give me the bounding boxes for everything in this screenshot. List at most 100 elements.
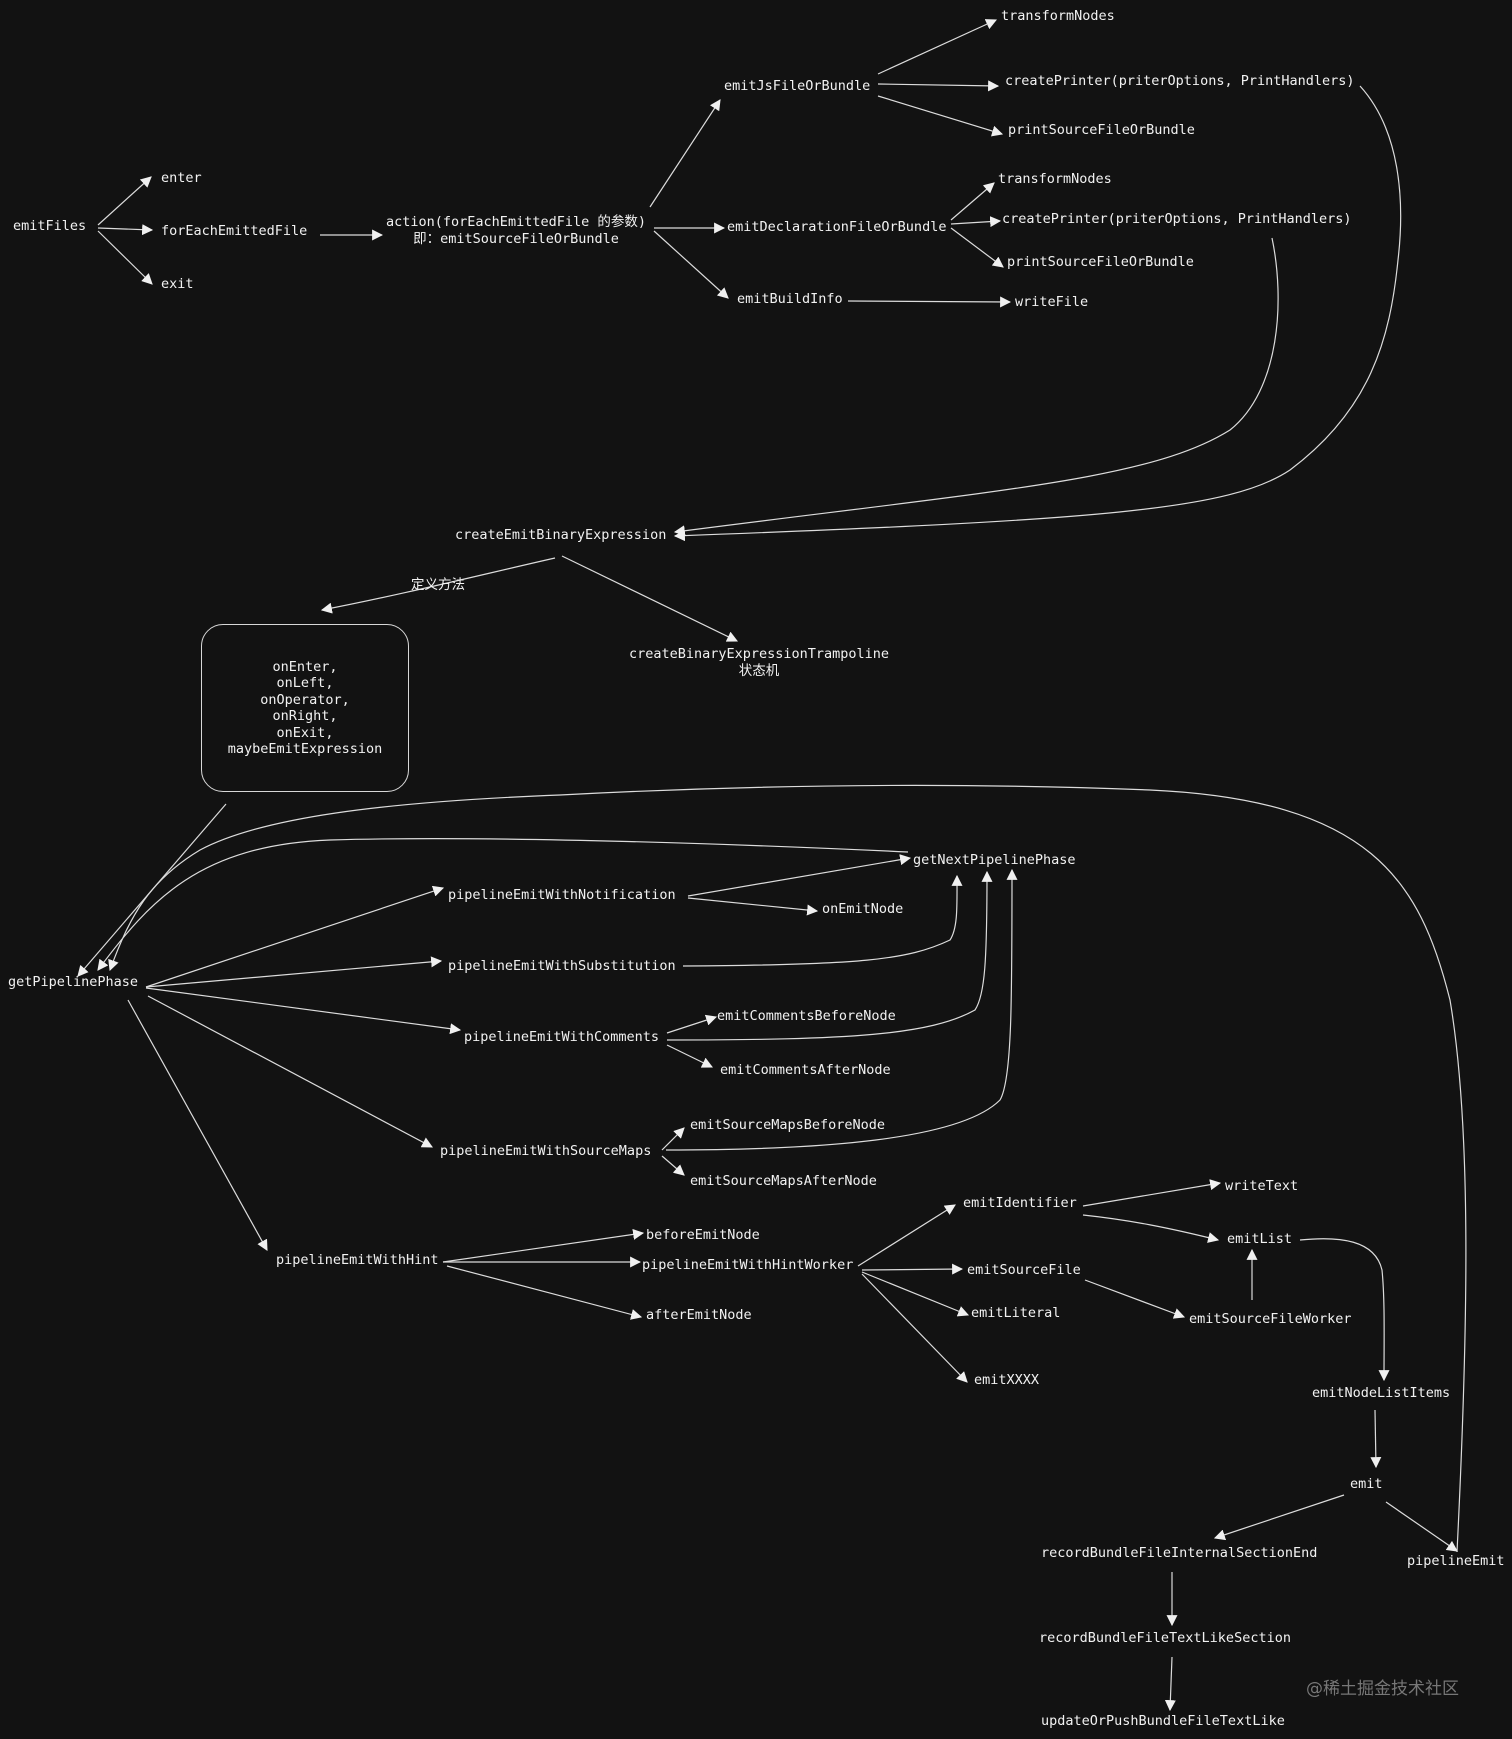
edge-emitFiles-forEachEmittedFile [97, 224, 154, 236]
node-pipelineEmitWithSubstitution: pipelineEmitWithSubstitution [448, 958, 676, 974]
node-enter: enter [161, 170, 202, 186]
edge-emitJs-printSource [877, 95, 1004, 137]
edge-label-define-methods: 定义方法 [411, 577, 465, 593]
edge-withSourceMaps-getNextPipelinePhase [665, 868, 1018, 1151]
node-getNextPipelinePhase: getNextPipelinePhase [913, 852, 1076, 868]
edge-getPipelinePhase-withHint [127, 999, 268, 1251]
node-createBinaryExpressionTrampoline: createBinaryExpressionTrampoline 状态机 [629, 646, 889, 680]
node-action-line1: action(forEachEmittedFile 的参数) [386, 214, 646, 230]
edge-emitDecl-createPrinter [950, 216, 1002, 228]
node-transformNodes-1: transformNodes [1001, 8, 1115, 24]
edge-hintWorker-emitXXXX [861, 1273, 968, 1383]
node-createPrinter-2: createPrinter(priterOptions, PrintHandle… [1002, 211, 1352, 227]
node-emitJsFileOrBundle: emitJsFileOrBundle [724, 78, 871, 94]
handlers-box-text: onEnter, onLeft, onOperator, onRight, on… [228, 659, 382, 758]
node-emitSourceFile: emitSourceFile [967, 1262, 1081, 1278]
edge-pipelineEmit-getPipelinePhase [108, 784, 1467, 1553]
node-pipelineEmitWithSourceMaps: pipelineEmitWithSourceMaps [440, 1143, 652, 1159]
node-action: action(forEachEmittedFile 的参数) 即：emitSou… [386, 214, 646, 248]
edge-withHint-afterEmitNode [446, 1265, 643, 1320]
node-transformNodes-2: transformNodes [998, 171, 1112, 187]
node-recordBundleFileTextLikeSection: recordBundleFileTextLikeSection [1039, 1630, 1291, 1646]
edge-emitJs-createPrinter [877, 80, 1000, 92]
edge-withNotification-onEmitNode [687, 897, 819, 916]
node-getPipelinePhase: getPipelinePhase [8, 974, 139, 990]
node-exit: exit [161, 276, 194, 292]
edge-hintWorker-emitLiteral [861, 1271, 970, 1317]
edge-emitIdentifier-writeText [1082, 1179, 1222, 1207]
edge-emitNodeListItems-emit [1370, 1409, 1382, 1469]
edge-withComments-emitCommentsAfterNode [666, 1044, 713, 1068]
edge-withComments-getNextPipelinePhase [666, 870, 993, 1041]
node-emitXXXX: emitXXXX [974, 1372, 1040, 1388]
edge-action-emitBuildInfo [653, 230, 729, 299]
node-emitIdentifier: emitIdentifier [963, 1195, 1077, 1211]
node-emitList: emitList [1227, 1231, 1293, 1247]
edge-getNextPipelinePhase-getPipelinePhase [97, 838, 909, 971]
node-createPrinter-1: createPrinter(priterOptions, PrintHandle… [1005, 73, 1355, 89]
node-emit: emit [1350, 1476, 1383, 1492]
handler-onLeft: onLeft, [276, 675, 334, 691]
node-createEmitBinaryExpression: createEmitBinaryExpression [455, 527, 667, 543]
edge-emitDecl-printSource [950, 227, 1004, 268]
node-pipelineEmitWithComments: pipelineEmitWithComments [464, 1029, 660, 1045]
node-emitCommentsAfterNode: emitCommentsAfterNode [720, 1062, 891, 1078]
handler-onEnter: onEnter, [272, 658, 338, 675]
edge-emitSourceFile-emitSourceFileWorker [1084, 1279, 1186, 1319]
node-printSourceFileOrBundle-2: printSourceFileOrBundle [1007, 254, 1194, 270]
edge-emitFiles-enter [97, 176, 152, 226]
node-pipelineEmitWithHintWorker: pipelineEmitWithHintWorker [642, 1257, 854, 1273]
edge-getPipelinePhase-withComments [145, 987, 462, 1035]
node-emitSourceMapsBeforeNode: emitSourceMapsBeforeNode [690, 1117, 886, 1133]
edge-hintWorker-emitIdentifier [857, 1204, 956, 1267]
node-emitCommentsBeforeNode: emitCommentsBeforeNode [717, 1008, 896, 1024]
node-writeText: writeText [1225, 1178, 1299, 1194]
node-recordBundleFileInternalSectionEnd: recordBundleFileInternalSectionEnd [1041, 1545, 1318, 1561]
node-onEmitNode: onEmitNode [822, 901, 904, 917]
node-pipelineEmitWithHint: pipelineEmitWithHint [276, 1252, 439, 1268]
edge-emitIdentifier-emitList [1082, 1214, 1220, 1243]
node-emitNodeListItems: emitNodeListItems [1312, 1385, 1451, 1401]
edge-emit-pipelineEmit [1385, 1501, 1458, 1552]
edge-withSubstitution-getNextPipelinePhase [682, 874, 963, 967]
node-emitSourceFileWorker: emitSourceFileWorker [1189, 1311, 1352, 1327]
edge-withSourceMaps-emitSourceMapsBeforeNode [661, 1127, 685, 1151]
node-updateOrPushBundleFileTextLike: updateOrPushBundleFileTextLike [1041, 1713, 1285, 1729]
node-trampoline-line2: 状态机 [738, 663, 780, 679]
node-emitBuildInfo: emitBuildInfo [737, 291, 843, 307]
node-afterEmitNode: afterEmitNode [646, 1307, 752, 1323]
edge-emit-recordInternalSectionEnd [1213, 1494, 1345, 1541]
watermark: @稀土掘金技术社区 [1306, 1679, 1459, 1699]
edge-createEmitBinaryExpression-box [320, 557, 556, 614]
node-emitFiles: emitFiles [13, 218, 87, 234]
handler-onRight: onRight, [272, 708, 338, 724]
edge-createPrinter1-createEmitBinaryExpression [673, 85, 1402, 542]
node-emitSourceMapsAfterNode: emitSourceMapsAfterNode [690, 1173, 877, 1189]
handler-maybeEmitExpression: maybeEmitExpression [227, 741, 383, 757]
edge-getPipelinePhase-withSourceMaps [147, 995, 433, 1148]
node-beforeEmitNode: beforeEmitNode [646, 1227, 760, 1243]
edge-action-emitJsFileOrBundle [649, 99, 721, 208]
node-pipelineEmitWithNotification: pipelineEmitWithNotification [448, 887, 676, 903]
edge-withNotification-getNextPipelinePhase [687, 854, 912, 897]
node-action-line2: 即：emitSourceFileOrBundle [413, 231, 619, 247]
edge-withSourceMaps-emitSourceMapsAfterNode [661, 1155, 685, 1176]
edge-emitJs-transformNodes [877, 19, 998, 75]
edge-recordTextLike-updateOrPush [1164, 1656, 1176, 1712]
node-printSourceFileOrBundle-1: printSourceFileOrBundle [1008, 122, 1195, 138]
node-pipelineEmit: pipelineEmit [1407, 1553, 1505, 1569]
node-forEachEmittedFile: forEachEmittedFile [161, 223, 308, 239]
edge-createPrinter2-createEmitBinaryExpression [673, 237, 1279, 537]
edge-emitBuildInfo-writeFile [847, 296, 1012, 308]
edge-getPipelinePhase-withSubstitution [145, 956, 443, 988]
edge-emitFiles-exit [97, 230, 153, 285]
node-emitLiteral: emitLiteral [971, 1305, 1061, 1321]
node-trampoline-line1: createBinaryExpressionTrampoline [628, 646, 890, 662]
node-emitDeclarationFileOrBundle: emitDeclarationFileOrBundle [727, 219, 947, 235]
edge-emitDecl-transformNodes [950, 182, 995, 221]
handler-onExit: onExit, [276, 724, 334, 741]
edge-hintWorker-emitSourceFile [861, 1263, 964, 1275]
edge-createEmitBinaryExpression-trampoline [561, 555, 738, 642]
